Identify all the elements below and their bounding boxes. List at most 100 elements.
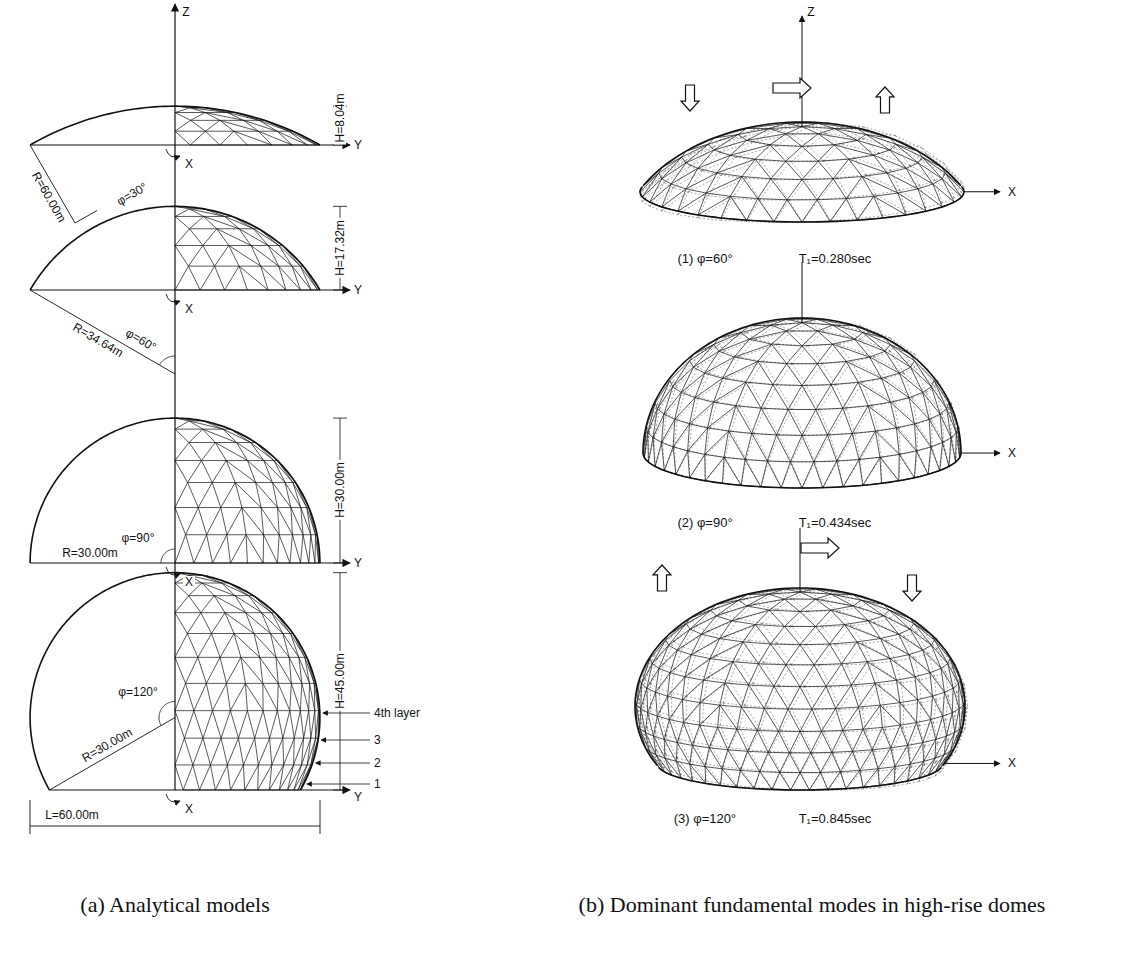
lattice-member [729,406,736,431]
lattice-member [245,765,259,790]
deformed-member [702,157,736,171]
lattice-member [300,711,303,739]
lattice-member [771,178,802,180]
lattice-member [802,127,818,134]
deformed-member [692,424,710,428]
lattice-member [776,409,788,434]
lattice-member [261,266,279,267]
dimension-tick [333,563,347,564]
lattice-member [198,657,206,683]
deformed-member [895,661,919,680]
deformed-member [659,669,674,688]
deformed-member [651,684,660,688]
lattice-member [849,159,862,176]
lattice-member [190,108,205,113]
lattice-member [283,633,291,634]
lattice-member [263,710,277,711]
lattice-member [662,184,671,207]
lattice-member [247,711,254,739]
lattice-member [874,196,906,215]
lattice-member [202,583,214,596]
lattice-member [909,398,929,420]
lattice-member [301,508,311,535]
lattice-member [201,612,225,613]
deformed-member [830,197,848,220]
deformed-member [879,153,891,170]
lattice-member [802,364,817,386]
lattice-member [206,683,226,684]
deformed-member [676,451,689,474]
deformed-member [914,654,928,658]
lattice-member [802,435,814,461]
lattice-member [221,507,242,508]
deformed-member [914,658,934,677]
lattice-member [203,429,223,430]
lattice-member [723,378,746,382]
lattice-member [880,454,899,457]
lattice-member [175,535,186,563]
lattice-member [270,711,278,739]
lattice-member [688,451,705,454]
deformed-member [761,461,769,487]
lattice-member [705,457,724,480]
deformed-member [847,665,856,687]
lattice-member [175,460,202,461]
lattice-member [705,431,729,454]
deformed-member [685,373,709,392]
lattice-member [254,634,276,658]
deformed-member [779,435,792,462]
deformed-member [664,664,675,669]
lattice-member [724,457,745,459]
lattice-member [802,409,816,435]
lattice-member [862,173,887,177]
lattice-member [189,595,215,596]
lattice-member [719,339,749,351]
lattice-member [278,683,290,710]
deformed-member [677,398,698,420]
deformed-member [777,643,792,664]
lattice-member [767,435,776,461]
lattice-member [279,534,292,535]
lattice-member [221,711,230,739]
lattice-member [698,150,714,168]
lattice-member [302,683,310,684]
lattice-member [246,534,264,535]
lattice-member [719,351,734,357]
lattice-member [931,387,946,409]
lattice-member [670,381,673,387]
deformed-member [851,361,886,378]
deformed-member [875,357,886,378]
lattice-member [294,711,300,739]
dome-outline [643,318,961,453]
deformed-member [890,338,915,354]
lattice-member [918,163,933,184]
lattice-member [890,150,906,168]
deformed-member [791,645,806,665]
deformed-member [663,419,677,442]
lattice-member [229,245,261,266]
lattice-member [787,180,802,200]
lattice-member [705,357,735,373]
lattice-member [211,613,225,634]
lattice-member [686,163,698,168]
deformed-member [741,460,746,486]
lattice-member [915,419,930,424]
deformed-member [779,409,792,434]
lattice-member [243,765,244,790]
lattice-member [858,378,881,382]
lattice-member [896,428,899,455]
deformed-member [806,386,819,410]
lattice-member [278,683,291,684]
deformed-member [699,378,727,397]
deformed-member [920,676,935,680]
deformed-member [708,660,738,678]
dimension-tick [333,418,347,419]
lattice-member [896,424,914,428]
lattice-member [828,408,843,435]
lattice-member [291,507,301,508]
lattice-member [923,392,929,419]
lattice-member [802,161,818,179]
lattice-member [802,145,834,147]
deformed-member [761,146,777,161]
lattice-member [200,266,214,290]
